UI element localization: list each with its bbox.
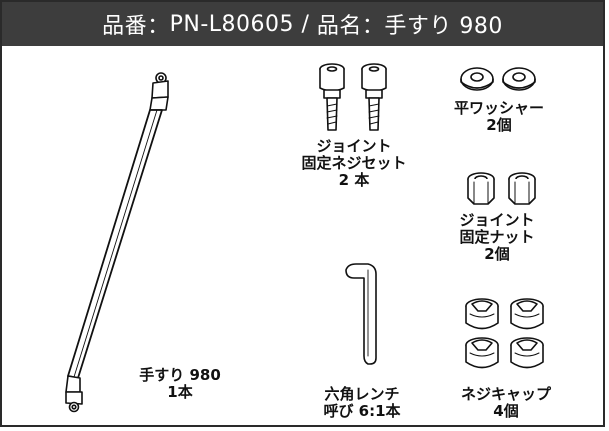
- handrail-caption: 手すり 980 1本: [124, 367, 236, 401]
- joint-nut-qty: 2個: [484, 245, 510, 263]
- washer-caption: 平ワッシャー 2個: [440, 100, 558, 134]
- part-number: PN-L80605: [169, 11, 294, 37]
- joint-nut-name-line2: 固定ナット: [459, 228, 535, 246]
- hex-wrench-icon: [345, 263, 377, 365]
- hex-wrench-qty: 呼び 6:1本: [323, 402, 401, 420]
- product-name: 手すり 980: [384, 14, 503, 39]
- part-number-label: 品番：: [102, 14, 170, 39]
- joint-screw-qty: 2 本: [338, 171, 370, 189]
- flat-washer-icon: [460, 67, 536, 91]
- screw-cap-name: ネジキャップ: [460, 385, 551, 403]
- handrail-bar-icon: [65, 72, 169, 413]
- hex-wrench-name: 六角レンチ: [324, 385, 400, 403]
- handrail-name: 手すり 980: [139, 366, 221, 384]
- joint-screw-name-line2: 固定ネジセット: [301, 154, 407, 172]
- washer-name: 平ワッシャー: [453, 99, 544, 117]
- screw-cap-icon: [465, 298, 544, 369]
- header-bar: 品番： PN-L80605 / 品名： 手すり 980: [2, 2, 603, 46]
- joint-nut-icon: [467, 172, 536, 205]
- hex-wrench-caption: 六角レンチ 呼び 6:1本: [302, 386, 422, 420]
- screw-cap-qty: 4個: [493, 402, 519, 420]
- joint-nut-caption: ジョイント 固定ナット 2個: [442, 212, 552, 263]
- product-name-label: 品名：: [316, 14, 385, 39]
- header-separator: /: [294, 11, 317, 37]
- washer-qty: 2個: [486, 116, 512, 134]
- joint-nut-name-line1: ジョイント: [459, 211, 535, 229]
- joint-screw-icon: [319, 63, 387, 131]
- screw-cap-caption: ネジキャップ 4個: [446, 386, 566, 420]
- parts-illustrations: [65, 63, 544, 413]
- joint-screw-caption: ジョイント 固定ネジセット 2 本: [284, 138, 424, 189]
- handrail-qty: 1本: [167, 383, 193, 401]
- joint-screw-name-line1: ジョイント: [316, 137, 392, 155]
